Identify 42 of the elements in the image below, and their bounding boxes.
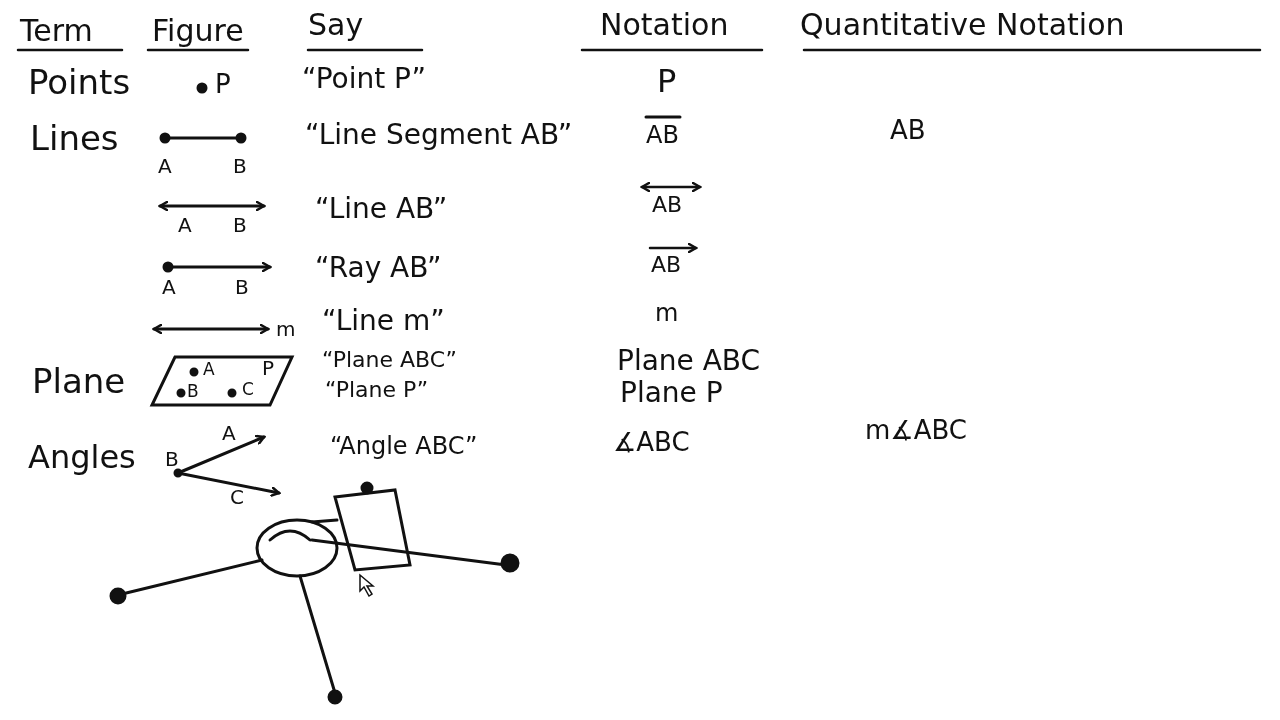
point-label: P bbox=[262, 357, 275, 379]
column-header: Quantitative Notation bbox=[800, 8, 1125, 41]
point-label: P bbox=[215, 70, 231, 99]
spoken-name: “Point P” bbox=[302, 64, 426, 95]
point-label: B bbox=[165, 448, 179, 470]
column-header: Term bbox=[20, 14, 93, 47]
point-label: B bbox=[233, 214, 247, 236]
point-label: C bbox=[230, 486, 244, 508]
notation-text: m bbox=[655, 300, 679, 327]
notation-text: Plane ABC bbox=[617, 346, 761, 377]
point-label: B bbox=[187, 382, 199, 401]
point-label: A bbox=[203, 360, 215, 379]
notation-text: P bbox=[657, 64, 677, 100]
column-header: Notation bbox=[600, 8, 729, 41]
quantitative-notation: m∡ABC bbox=[865, 416, 967, 445]
term-label: Plane bbox=[32, 363, 126, 401]
spoken-name: “Plane ABC” bbox=[322, 348, 457, 373]
column-header: Say bbox=[308, 8, 364, 41]
notation-text: AB bbox=[651, 253, 682, 278]
point-label: A bbox=[178, 214, 192, 236]
spoken-name: “Ray AB” bbox=[315, 253, 442, 284]
notation-text: AB bbox=[646, 122, 679, 149]
spoken-name: “Angle ABC” bbox=[330, 433, 478, 460]
notation-text: Plane P bbox=[620, 378, 723, 409]
term-label: Lines bbox=[30, 120, 119, 158]
notation-text: ∡ABC bbox=[613, 428, 690, 457]
point-label: A bbox=[158, 155, 172, 177]
point-label: m bbox=[276, 318, 296, 340]
spoken-name: “Line m” bbox=[322, 306, 445, 337]
point-label: A bbox=[162, 276, 176, 298]
spoken-name: “Plane P” bbox=[325, 378, 429, 403]
spoken-name: “Line Segment AB” bbox=[305, 120, 573, 151]
spoken-name: “Line AB” bbox=[315, 194, 448, 225]
term-label: Points bbox=[28, 64, 131, 102]
point-label: B bbox=[235, 276, 249, 298]
column-header: Figure bbox=[152, 14, 244, 47]
term-label: Angles bbox=[28, 440, 136, 476]
point-label: C bbox=[242, 380, 254, 399]
notation-text: AB bbox=[652, 193, 683, 218]
point-label: A bbox=[222, 422, 236, 444]
point-label: B bbox=[233, 155, 247, 177]
quantitative-notation: AB bbox=[890, 116, 926, 145]
